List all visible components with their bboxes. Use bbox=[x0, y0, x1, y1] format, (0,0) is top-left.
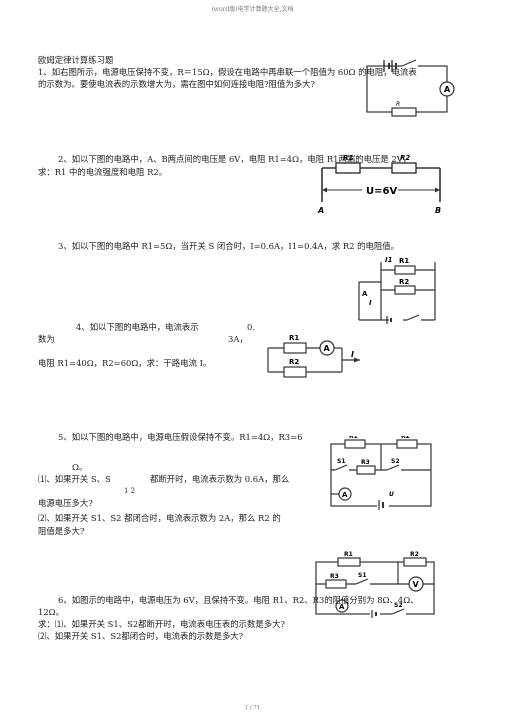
resistor-r-label: R bbox=[396, 101, 400, 108]
s1-label: S1 bbox=[358, 572, 367, 579]
q4-line1b: 0. bbox=[247, 322, 255, 332]
resistor-r2-icon bbox=[396, 439, 418, 449]
ammeter-icon bbox=[335, 599, 349, 613]
q5-line5: ⑵、如果开关 S1、S2 都闭合时，电流表示数为 2A，那么 R2 的 bbox=[38, 513, 281, 523]
switch-s1-icon bbox=[355, 578, 369, 585]
r3-label: R3 bbox=[361, 459, 370, 466]
ammeter-label: A bbox=[342, 491, 348, 499]
s2-label: S2 bbox=[391, 458, 400, 465]
q5-line1: 5、如以下图的电路中，电源电压假设保持不变。R1=4Ω，R3=6 bbox=[58, 432, 303, 442]
resistor-r2-icon bbox=[283, 366, 307, 378]
r1-label: R1 bbox=[289, 334, 299, 342]
resistor-r1-icon bbox=[394, 265, 416, 275]
switch-icon bbox=[406, 314, 420, 321]
q5-line6: 阻值是多大? bbox=[38, 526, 85, 536]
q4-line1a: 4、如以下图的电路中，电流表示 bbox=[76, 322, 199, 332]
q3-circuit-diagram: I1 R1 R2 A I bbox=[358, 256, 436, 324]
resistor-r3-icon bbox=[356, 465, 376, 475]
r1-label: R1 bbox=[343, 154, 353, 162]
ammeter-label: A bbox=[444, 85, 451, 94]
q2-circuit-diagram: R1 R2 U=6V A B bbox=[317, 154, 441, 215]
r1-label: R1 bbox=[344, 551, 353, 558]
q4-circuit-diagram: R1 R2 A I bbox=[267, 334, 360, 378]
ammeter-label: A bbox=[324, 344, 331, 353]
resistor-r1-icon bbox=[283, 342, 307, 354]
voltmeter-icon bbox=[408, 576, 424, 592]
switch-icon bbox=[401, 59, 417, 67]
s2-label: S2 bbox=[394, 602, 403, 609]
r2-label: R2 bbox=[400, 154, 410, 162]
r2-label: R2 bbox=[410, 551, 419, 558]
voltage-label: U=6V bbox=[366, 186, 397, 197]
q6-line1: 6、如图示的电路中，电源电压为 6V，且保持不变。电阻 R1、R2、R3的阻值分… bbox=[58, 595, 419, 605]
q1-line1: 1、如右图所示，电源电压保持不变，R＝15Ω，假设在电路中再串联一个阻值为 60… bbox=[38, 67, 417, 77]
q5-line4: 电源电压多大? bbox=[38, 498, 93, 508]
i-label: I bbox=[369, 299, 372, 307]
resistor-r2-icon bbox=[391, 162, 417, 174]
q5-line3a: ⑴、如果开关 S、S bbox=[38, 474, 111, 484]
q6-circuit-diagram: R1 R2 R3 S1 V A S2 bbox=[315, 551, 435, 618]
q6-line2: 12Ω。 bbox=[38, 607, 64, 617]
ammeter-icon bbox=[439, 81, 455, 97]
q1-line2: 的示数为。要使电流表的示数增大为，需在图中如何连接电阻?阻值为多大? bbox=[38, 79, 315, 89]
document-title: 欧姆定律计算练习题 bbox=[38, 55, 114, 65]
r2-label: R2 bbox=[401, 436, 410, 440]
r1-label: R1 bbox=[399, 257, 409, 265]
q4-line2b: 3A， bbox=[228, 334, 248, 344]
point-b-label: B bbox=[435, 206, 441, 215]
r3-label: R3 bbox=[330, 573, 339, 580]
page-header: (word版)电学计算题大全,文档 bbox=[211, 6, 294, 13]
q6-line3: 求：⑴、如果开关 S1、S2都断开时，电流表电压表的示数是多大? bbox=[38, 619, 286, 629]
voltmeter-label: V bbox=[413, 580, 420, 589]
q2-line1: 2、如以下图的电路中，A、B两点间的电压是 6V，电阻 R1=4Ω，电阻 R1两… bbox=[58, 154, 412, 164]
q6-line4: ⑵、如果开关 S1、S2都闭合时，电流表的示数是多大? bbox=[38, 631, 244, 641]
resistor-r1-icon bbox=[337, 557, 361, 567]
q5-circuit-diagram: R1 R2 R3 S1 S2 A U bbox=[330, 436, 432, 510]
q4-line2a: 数为 bbox=[38, 334, 55, 344]
page-number: 1 / 71 bbox=[244, 705, 261, 711]
resistor-r-icon bbox=[391, 107, 417, 117]
s1-label: S1 bbox=[337, 458, 346, 465]
ammeter-icon bbox=[319, 340, 335, 356]
q1-circuit-diagram: R A bbox=[366, 59, 455, 117]
q5-line3-subscripts: 1 2 bbox=[124, 487, 136, 495]
q2-line2: 求：R1 中的电流强度和电阻 R2。 bbox=[38, 167, 168, 177]
switch-s1-icon bbox=[334, 464, 348, 471]
q5-line2: Ω。 bbox=[72, 462, 88, 472]
r1-label: R1 bbox=[349, 436, 358, 440]
r2-label: R2 bbox=[399, 278, 409, 286]
q5-line3b: 都断开时，电流表示数为 0.6A，那么 bbox=[150, 474, 290, 484]
resistor-r3-icon bbox=[325, 579, 347, 589]
switch-s2-icon bbox=[386, 464, 400, 471]
resistor-r2-icon bbox=[394, 285, 416, 295]
q3-line1: 3、如以下图的电路中 R1=5Ω，当开关 S 闭合时，I=0.6A，I1=0.4… bbox=[58, 241, 400, 251]
i1-label: I1 bbox=[385, 256, 393, 264]
resistor-r1-icon bbox=[344, 439, 366, 449]
switch-s2-icon bbox=[391, 608, 405, 615]
ammeter-label: A bbox=[339, 603, 345, 611]
resistor-r2-icon bbox=[403, 557, 427, 567]
i-label: I bbox=[351, 350, 354, 359]
point-a-label: A bbox=[362, 290, 368, 298]
resistor-r1-icon bbox=[335, 162, 361, 174]
q4-line3: 电阻 R1=40Ω，R2=60Ω，求：干路电流 I。 bbox=[38, 358, 212, 368]
r2-label: R2 bbox=[289, 358, 299, 366]
u-label: U bbox=[389, 491, 394, 498]
point-a-label: A bbox=[317, 206, 324, 215]
